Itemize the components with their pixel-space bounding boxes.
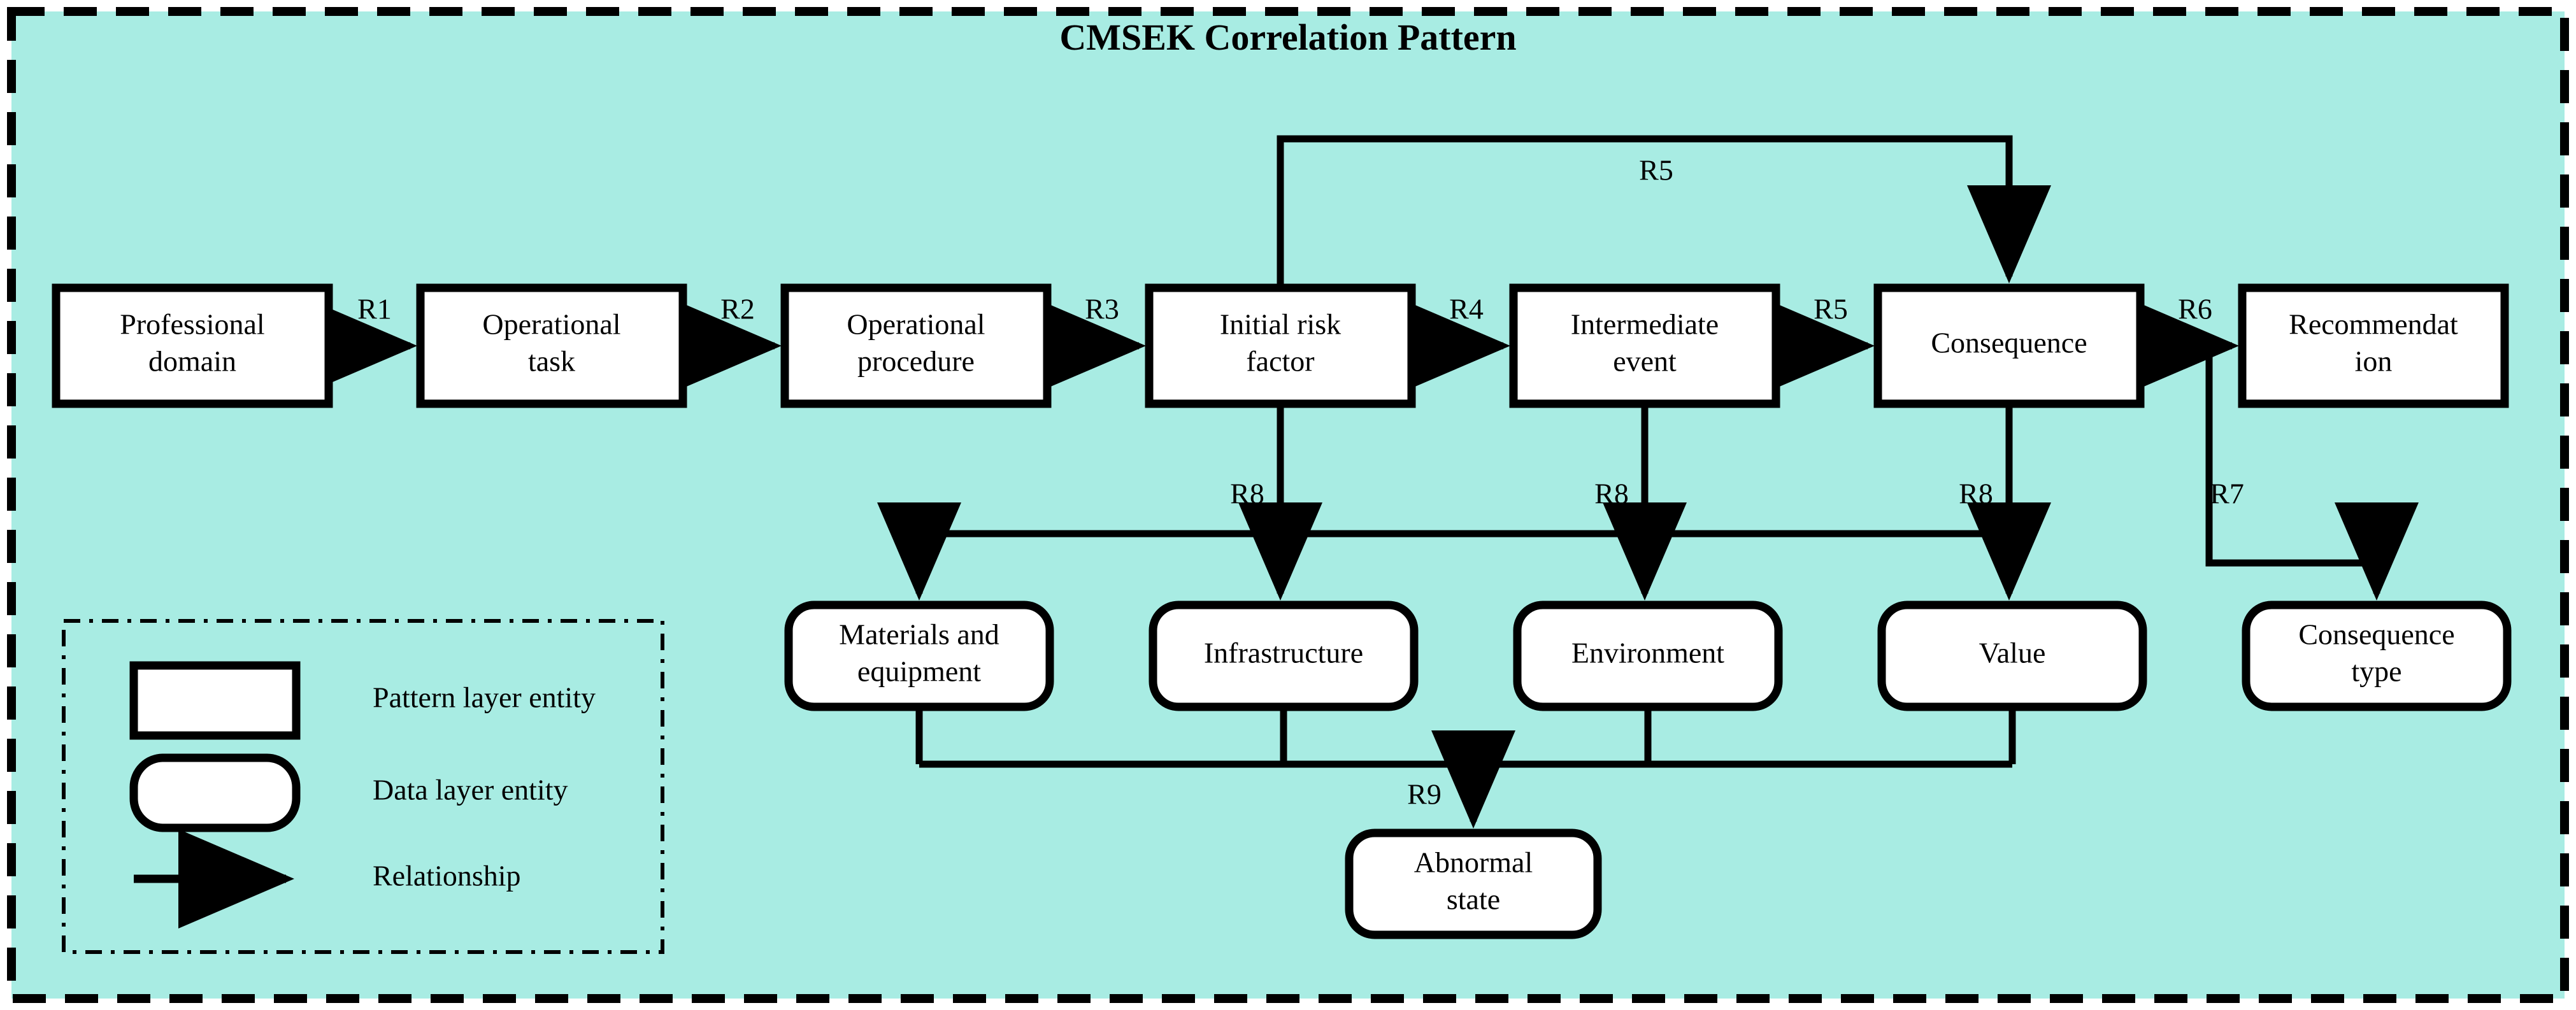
node-consequence[interactable]: Consequence	[1873, 283, 2145, 408]
legend-item-data-layer-entity[interactable]: Data layer entity	[129, 753, 568, 832]
r7-path	[2205, 346, 2419, 601]
relationship-label-r3: R3	[1085, 293, 1119, 325]
node-label: event	[1613, 345, 1677, 378]
node-label: Consequence	[1931, 327, 2087, 359]
relationship-label-r6: R6	[2178, 293, 2212, 325]
node-label: ion	[2355, 345, 2393, 378]
node-consequence-type[interactable]: Consequence type	[2242, 601, 2512, 711]
data-layer-entity-icon	[129, 753, 301, 832]
relationship-label-r5-feedback: R5	[1639, 154, 1673, 187]
legend-item-relationship[interactable]: Relationship	[134, 829, 521, 928]
relationship-label-r1: R1	[357, 293, 392, 325]
pattern-layer-entity-shape	[780, 283, 1052, 408]
legend-box	[62, 619, 664, 954]
node-label: equipment	[857, 655, 981, 688]
node-materials-and-equipment[interactable]: Materials and equipment	[784, 601, 1054, 711]
node-operational-procedure[interactable]: Operational procedure	[780, 283, 1052, 408]
data-layer-entity-shape	[1877, 601, 2147, 711]
node-label: Materials and	[839, 618, 999, 651]
node-label: task	[528, 345, 575, 378]
relationship-label-r4: R4	[1449, 293, 1484, 325]
node-abnormal-state[interactable]: Abnormal state	[1345, 829, 1602, 939]
node-professional-domain[interactable]: Professional domain	[52, 283, 333, 408]
pattern-layer-entity-shape	[1145, 283, 1416, 408]
legend-label: Relationship	[373, 860, 521, 892]
page-title: CMSEK Correlation Pattern	[1059, 17, 1516, 58]
relationship-label-r7: R7	[2210, 478, 2244, 510]
node-label: Professional	[120, 308, 264, 341]
node-value[interactable]: Value	[1877, 601, 2147, 711]
node-recommendation[interactable]: Recommendat ion	[2238, 283, 2509, 408]
pattern-panel	[7, 7, 2569, 1003]
legend-item-pattern-layer-entity[interactable]: Pattern layer entity	[129, 661, 596, 740]
node-label: state	[1447, 883, 1500, 916]
node-label: Abnormal	[1414, 846, 1533, 879]
node-label: Infrastructure	[1204, 637, 1363, 669]
pattern-layer-entity-shape	[1509, 283, 1780, 408]
node-label: type	[2351, 655, 2401, 688]
node-label: Consequence	[2298, 618, 2454, 651]
data-layer-entity-shape	[2242, 601, 2512, 711]
node-label: factor	[1246, 345, 1314, 378]
pattern-layer-entity-shape	[2238, 283, 2509, 408]
node-label: Operational	[847, 308, 985, 341]
relationship-label-r9: R9	[1407, 778, 1442, 811]
edges-layer	[319, 135, 2419, 829]
node-label: domain	[148, 345, 236, 378]
relationship-label-r8-b: R8	[1594, 478, 1629, 510]
relationship-label-r5-chain: R5	[1814, 293, 1848, 325]
pattern-layer-entity-icon	[129, 661, 301, 740]
pattern-layer-entity-shape	[1873, 283, 2145, 408]
data-layer-entity-shape	[784, 601, 1054, 711]
legend-label: Pattern layer entity	[373, 681, 596, 714]
node-intermediate-event[interactable]: Intermediate event	[1509, 283, 1780, 408]
node-label: procedure	[857, 345, 975, 378]
nodes-layer: ProfessionaldomainOperationaltaskOperati…	[52, 283, 2512, 939]
node-label: Environment	[1571, 637, 1724, 669]
legend-label: Data layer entity	[373, 774, 568, 806]
data-layer-entity-shape	[1345, 829, 1602, 939]
data-layer-entity-shape	[1148, 601, 1419, 711]
node-environment[interactable]: Environment	[1513, 601, 1783, 711]
node-initial-risk-factor[interactable]: Initial risk factor	[1145, 283, 1416, 408]
node-label: Initial risk	[1220, 308, 1341, 341]
relationship-label-r8-c: R8	[1959, 478, 1993, 510]
pattern-layer-entity-shape	[416, 283, 687, 408]
relationship-label-r2: R2	[720, 293, 755, 325]
node-label: Operational	[482, 308, 620, 341]
data-layer-entity-shape	[1513, 601, 1783, 711]
r5-feedback-path	[1277, 135, 2051, 288]
node-label: Intermediate	[1571, 308, 1719, 341]
node-operational-task[interactable]: Operational task	[416, 283, 687, 408]
relationship-label-r8-a: R8	[1230, 478, 1264, 510]
node-label: Recommendat	[2289, 308, 2458, 341]
node-label: Value	[1979, 637, 2046, 669]
node-infrastructure[interactable]: Infrastructure	[1148, 601, 1419, 711]
pattern-layer-entity-shape	[52, 283, 333, 408]
